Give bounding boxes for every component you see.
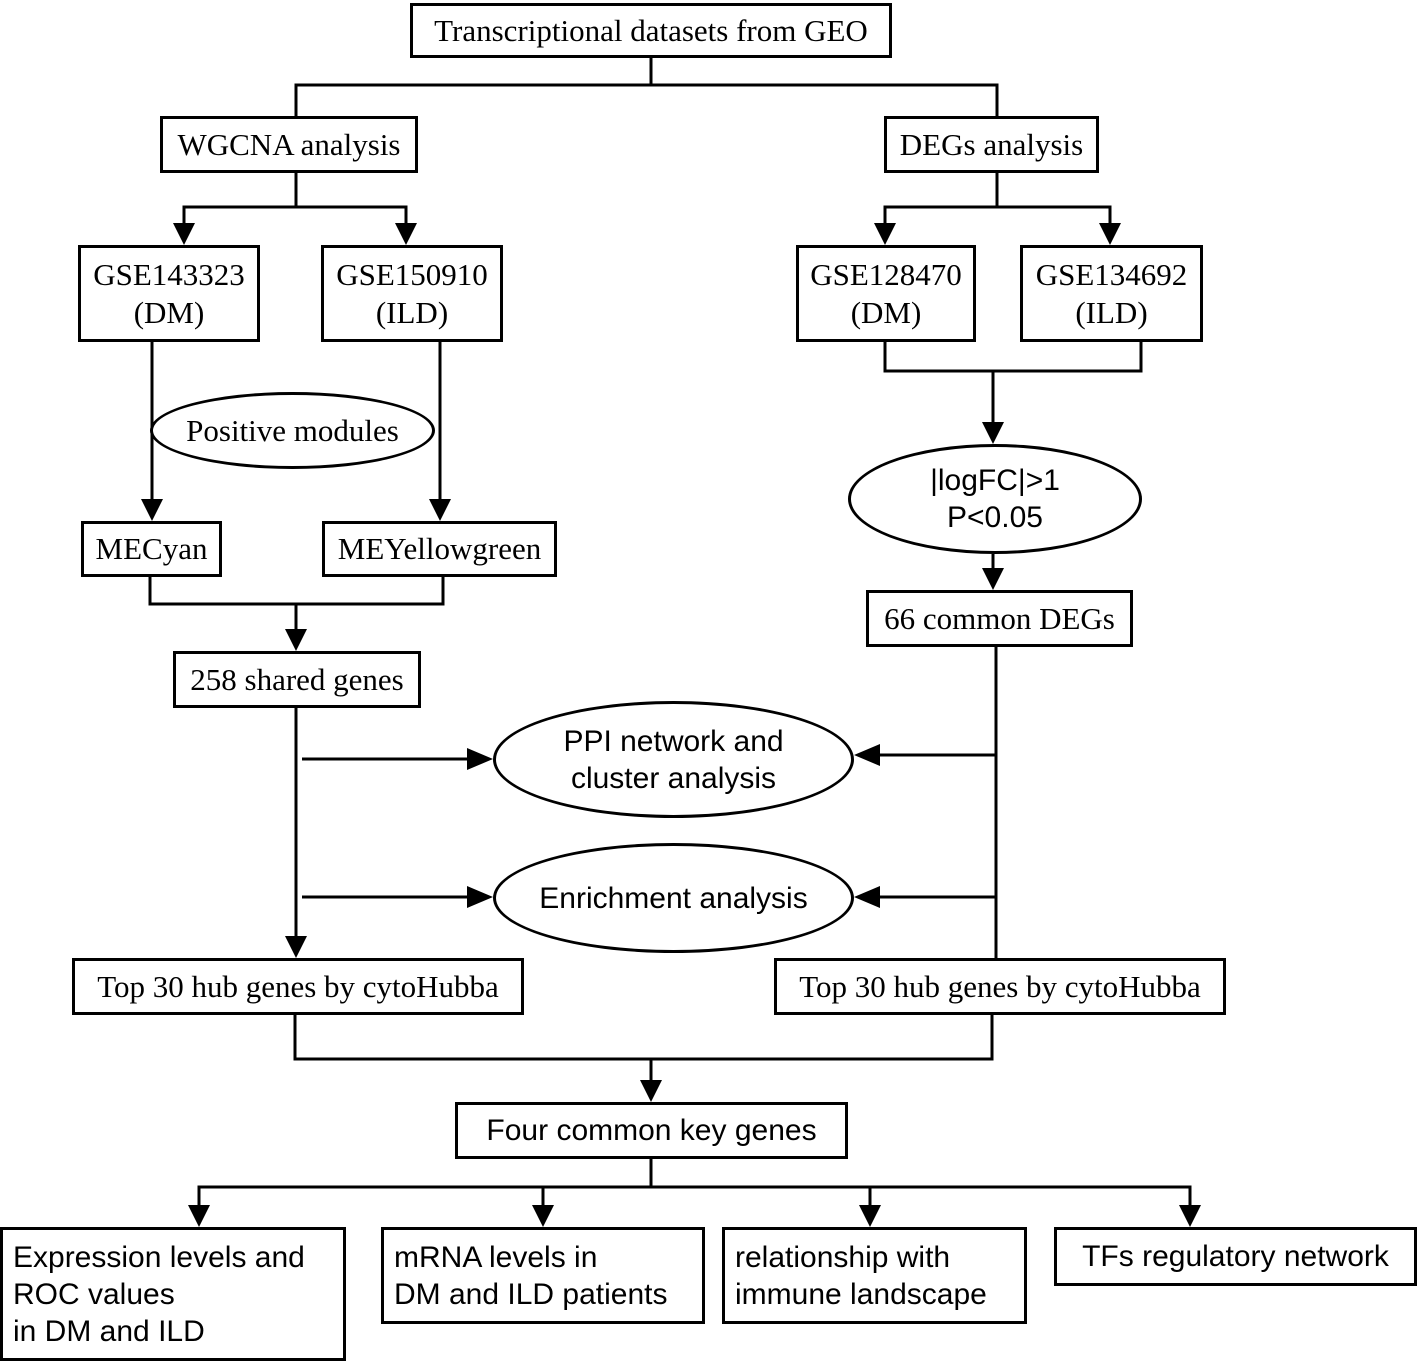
key-genes-box: Four common key genes [455, 1102, 848, 1159]
arrow-hub-left [285, 936, 307, 958]
arrow-mecyan [141, 499, 163, 521]
hub-merge-line [293, 1015, 994, 1061]
hub-genes-right-box: Top 30 hub genes by cytoHubba [774, 958, 1226, 1015]
modules-merge-line [148, 577, 445, 606]
arrow-key-genes [640, 1080, 662, 1102]
wgcna-branch-line [182, 205, 408, 227]
arrow-ppi-from-right [854, 744, 880, 766]
arrow-meyellowgreen [429, 499, 451, 521]
arrow-shared-genes [285, 629, 307, 651]
mecyan-box: MECyan [81, 521, 222, 577]
geo-datasets-box: Transcriptional datasets from GEO [410, 3, 892, 58]
arrow-enrichment-from-left [467, 886, 493, 908]
wgcna-analysis-box: WGCNA analysis [160, 116, 418, 173]
arrow-gse150910 [395, 223, 417, 245]
shared-genes-box: 258 shared genes [173, 651, 421, 708]
arrow-expression [188, 1205, 210, 1227]
arrow-gse143323 [173, 223, 195, 245]
meyellowgreen-box: MEYellowgreen [322, 521, 557, 577]
arrow-ppi-from-left [467, 748, 493, 770]
hub-genes-left-box: Top 30 hub genes by cytoHubba [72, 958, 524, 1015]
arrow-gse128470 [874, 223, 896, 245]
arrow-gse134692 [1099, 223, 1121, 245]
gse143323-box: GSE143323(DM) [78, 245, 260, 342]
gse134692-box: GSE134692(ILD) [1020, 245, 1203, 342]
common-degs-box: 66 common DEGs [866, 590, 1133, 647]
arrow-logfc [982, 422, 1004, 444]
arrow-common-degs [982, 568, 1004, 590]
outcome-branch-line [197, 1185, 1192, 1205]
arrow-tfs [1179, 1205, 1201, 1227]
tfs-network-box: TFs regulatory network [1054, 1227, 1417, 1286]
gse128470-box: GSE128470(DM) [796, 245, 976, 342]
arrow-immune [859, 1205, 881, 1227]
top-branch-line [294, 83, 999, 116]
arrow-mrna [532, 1205, 554, 1227]
positive-modules-oval: Positive modules [150, 392, 435, 469]
degs-merge-line [883, 342, 1143, 373]
enrichment-analysis-oval: Enrichment analysis [493, 843, 854, 953]
gse150910-box: GSE150910(ILD) [321, 245, 503, 342]
degs-analysis-box: DEGs analysis [884, 116, 1099, 173]
degs-branch-line [883, 205, 1112, 227]
arrow-enrichment-from-right [854, 886, 880, 908]
